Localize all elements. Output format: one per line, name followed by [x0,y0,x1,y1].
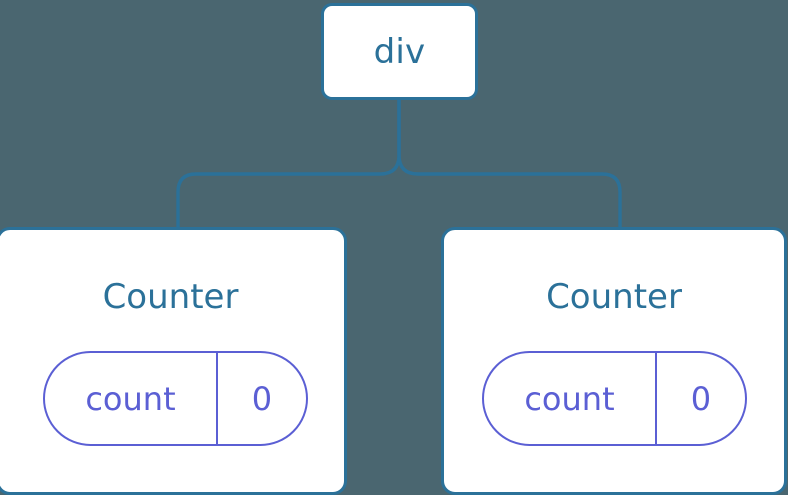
node-counter-2[interactable]: Counter count 0 [441,227,787,495]
state-value-label-2: 0 [654,353,745,444]
node-counter-2-label: Counter [546,277,682,317]
state-pill-count-2[interactable]: count 0 [482,351,747,446]
state-pill-count-1[interactable]: count 0 [43,351,308,446]
node-counter-1-label: Counter [102,277,239,317]
state-key-label-2: count [524,379,615,418]
edge-root-to-left-child [176,100,401,231]
edge-root-to-right-child [397,100,622,231]
state-value-label-1: 0 [215,353,306,444]
node-div-label: div [373,31,426,72]
node-div[interactable]: div [321,3,478,100]
state-key-label-1: count [85,379,176,418]
node-counter-1[interactable]: Counter count 0 [0,227,347,495]
